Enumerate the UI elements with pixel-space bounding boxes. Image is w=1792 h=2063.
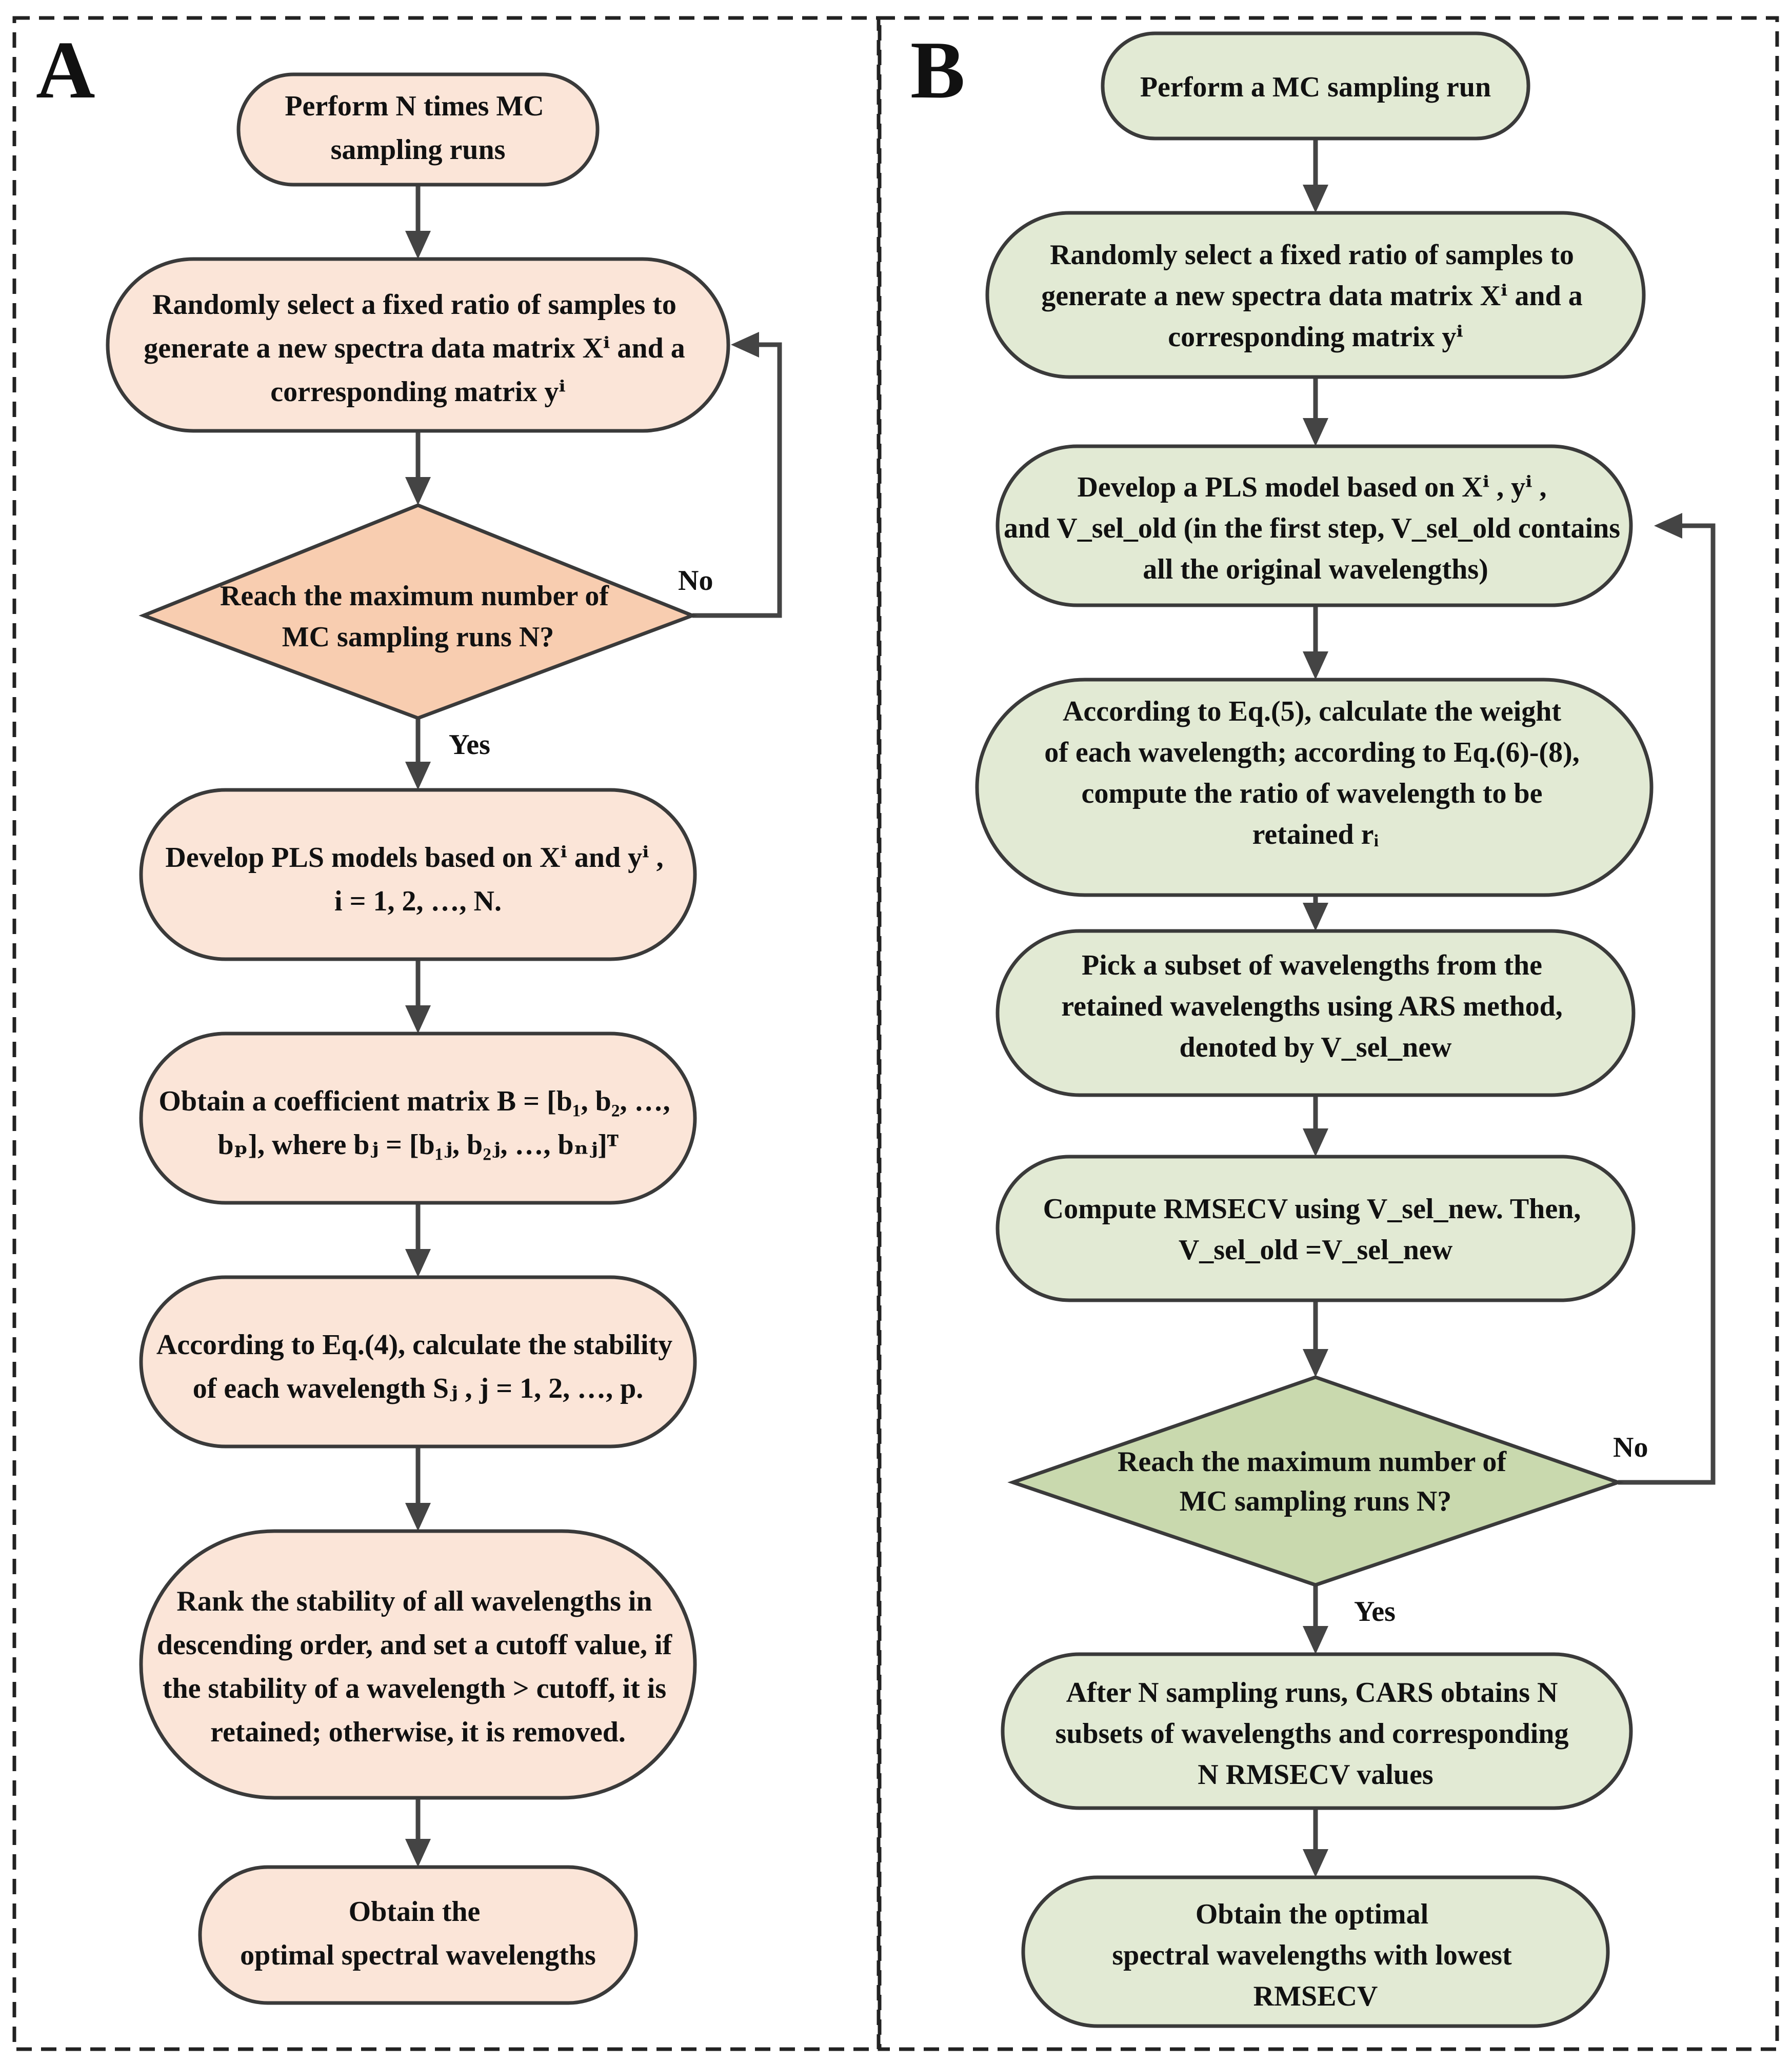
node-a4-text: Develop PLS models based on Xⁱ and yⁱ , … xyxy=(165,842,670,917)
arrowhead-a4-a5 xyxy=(405,1005,431,1034)
arrowhead-b5-b6 xyxy=(1303,1128,1328,1157)
node-a6-text: According to Eq.(4), calculate the stabi… xyxy=(156,1329,680,1404)
node-a6-shape xyxy=(139,1275,697,1449)
panel-b: Perform a MC sampling run Randomly selec… xyxy=(975,31,1716,2028)
arrowhead-b1-b2 xyxy=(1303,185,1328,213)
arrowhead-loop-b xyxy=(1654,513,1682,539)
arrowhead-b3-b4 xyxy=(1303,651,1328,680)
panel-a-label: A xyxy=(36,24,95,115)
arrowhead-b7-b8 xyxy=(1303,1626,1328,1654)
node-b6-shape xyxy=(995,1155,1636,1302)
node-b7-shape xyxy=(1007,1375,1624,1587)
panel-a: Perform N times MC sampling runs Randoml… xyxy=(106,72,782,2005)
loop-no-b xyxy=(1618,523,1716,1485)
node-b8-text: After N sampling runs, CARS obtains N su… xyxy=(1056,1677,1576,1791)
node-b3-shape xyxy=(995,444,1633,607)
node-a3-text: Reach the maximum number of MC sampling … xyxy=(220,580,616,653)
panel-b-border xyxy=(878,16,1779,2051)
arrowhead-b2-b3 xyxy=(1303,418,1328,446)
node-b4-text: According to Eq.(5), calculate the weigh… xyxy=(1044,696,1587,850)
node-a3-shape xyxy=(138,503,698,720)
node-b6-text: Compute RMSECV using V_sel_new. Then, V_… xyxy=(1043,1193,1588,1266)
node-b2-shape xyxy=(985,211,1646,379)
no-label-b: No xyxy=(1613,1432,1648,1463)
yes-label-a: Yes xyxy=(449,729,490,761)
yes-label-b: Yes xyxy=(1354,1596,1396,1628)
panel-a-border xyxy=(12,16,881,2051)
node-b8-shape xyxy=(1001,1652,1633,1810)
node-a5-shape xyxy=(139,1032,697,1205)
node-a1-shape xyxy=(236,72,600,187)
arrowhead-a3-a4 xyxy=(405,762,431,790)
loop-no-a xyxy=(692,342,782,618)
node-b3-text: Develop a PLS model based on Xⁱ , yⁱ , a… xyxy=(1004,471,1627,585)
arrowhead-b8-b9 xyxy=(1303,1849,1328,1877)
arrowhead-a2-a3 xyxy=(405,477,431,505)
arrowhead-b6-b7 xyxy=(1303,1349,1328,1377)
arrowhead-a7-a8 xyxy=(405,1839,431,1867)
arrowhead-a6-a7 xyxy=(405,1503,431,1531)
node-a2-text: Randomly select a fixed ratio of samples… xyxy=(144,289,692,408)
node-b1-text: Perform a MC sampling run xyxy=(1140,71,1491,103)
panel-b-label: B xyxy=(910,24,965,115)
node-b4-shape xyxy=(975,678,1654,897)
node-a1-text: Perform N times MC sampling runs xyxy=(285,90,551,166)
node-b2-text: Randomly select a fixed ratio of samples… xyxy=(1041,239,1589,353)
node-b1-shape xyxy=(1101,31,1530,141)
node-a8-text: Obtain the optimal spectral wavelengths xyxy=(240,1896,596,1971)
node-b5-shape xyxy=(995,929,1636,1097)
node-a7-text: Rank the stability of all wavelengths in… xyxy=(157,1585,679,1748)
arrowhead-loop-a xyxy=(731,332,759,358)
node-a5-text: Obtain a coefficient matrix B = [b₁, b₂,… xyxy=(158,1085,677,1161)
node-a7-shape xyxy=(139,1529,697,1800)
node-a8-shape xyxy=(198,1865,638,2005)
arrowhead-a1-a2 xyxy=(405,231,431,259)
arrowhead-a5-a6 xyxy=(405,1249,431,1277)
no-label-a: No xyxy=(678,565,713,597)
node-a2-shape xyxy=(106,257,730,433)
node-b9-shape xyxy=(1021,1875,1610,2028)
node-b9-text: Obtain the optimal spectral wavelengths … xyxy=(1112,1898,1519,2012)
node-b5-text: Pick a subset of wavelengths from the re… xyxy=(1061,949,1570,1063)
node-b7-text: Reach the maximum number of MC sampling … xyxy=(1118,1446,1514,1517)
node-a4-shape xyxy=(139,788,697,961)
arrowhead-b4-b5 xyxy=(1303,903,1328,931)
